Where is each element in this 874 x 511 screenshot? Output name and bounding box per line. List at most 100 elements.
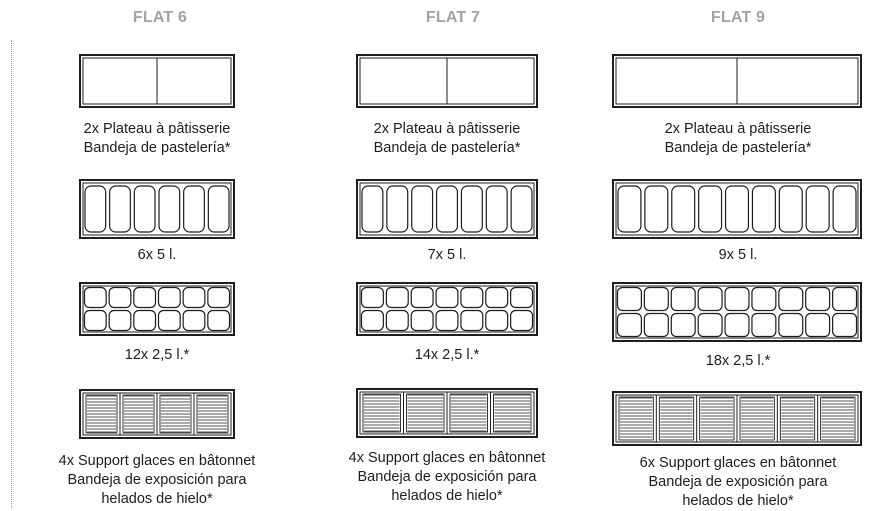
pan-5l [671, 185, 696, 233]
pans-5l-caption-flat-6: 6x 5 l. [137, 247, 177, 263]
outer-frame [356, 282, 538, 336]
pan-5l [805, 185, 830, 233]
pan-2-5l [157, 286, 181, 309]
pan-2-5l [108, 286, 132, 309]
tray-caption-flat-9: 2x Plateau à pâtisserie Bandeja de paste… [588, 120, 874, 158]
inner-frame [615, 285, 859, 339]
pans-5l-caption-flat-9: 9x 5 l. [718, 247, 758, 263]
ice-caption-es: Bandeja de exposición para [648, 474, 828, 490]
pan-2-5l [751, 286, 777, 312]
lolly-panel [449, 393, 488, 433]
lolly-panel [122, 394, 155, 434]
pan-2-5l [157, 309, 181, 332]
pan-2-5l [182, 286, 206, 309]
pan-2-5l [616, 286, 642, 312]
tray-caption-fr: 2x Plateau à pâtisserie [83, 121, 231, 137]
pans-2-5l-diagram-flat-6 [79, 282, 235, 336]
pan-5l [435, 185, 459, 233]
pans-5l-diagram-flat-6 [79, 179, 235, 239]
pan-2-5l [435, 309, 459, 332]
outer-frame [79, 389, 235, 439]
tray-caption-es: Bandeja de pastelería* [373, 140, 521, 156]
lolly-panel [820, 396, 856, 441]
pan-5l [158, 185, 181, 233]
pan-5l [386, 185, 409, 233]
lolly-panel [362, 393, 401, 433]
inner-frame [615, 182, 859, 236]
lolly-panel [658, 396, 695, 441]
outer-frame [79, 179, 235, 239]
ice-lolly-tray-diagram-flat-6 [79, 389, 235, 439]
pan-2-5l [805, 312, 831, 338]
pan-2-5l [724, 286, 750, 312]
ice-caption-fr: 4x Support glaces en bâtonnet [348, 450, 546, 466]
outer-frame [79, 282, 235, 336]
pan-2-5l [410, 286, 434, 309]
pan-5l [644, 185, 669, 233]
pan-2-5l [670, 286, 696, 312]
pan-5l [832, 185, 857, 233]
pans-2-5l-caption-flat-9: 18x 2,5 l.* [705, 353, 771, 369]
pan-2-5l [697, 312, 723, 338]
pan-2-5l [385, 286, 409, 309]
ice-caption-flat-9: 6x Support glaces en bâtonnet Bandeja de… [588, 454, 874, 511]
pan-2-5l [778, 312, 804, 338]
ice-lolly-tray-diagram-flat-9 [612, 391, 862, 446]
pan-5l [84, 185, 107, 233]
outer-frame [612, 179, 862, 239]
pan-2-5l [83, 309, 107, 332]
pan-2-5l [108, 309, 132, 332]
pans-2-5l-diagram-flat-7 [356, 282, 538, 336]
lolly-panel [406, 393, 445, 433]
lolly-panel [739, 396, 775, 441]
ice-caption-flat-6: 4x Support glaces en bâtonnet Bandeja de… [7, 452, 307, 509]
pan-5l [698, 185, 723, 233]
ice-caption-es: Bandeja de exposición para [67, 472, 247, 488]
pan-2-5l [832, 312, 858, 338]
tray-caption-flat-6: 2x Plateau à pâtisserie Bandeja de paste… [7, 120, 307, 158]
pan-2-5l [778, 286, 804, 312]
column-title-flat-9: FLAT 9 [710, 9, 766, 26]
pan-5l [207, 185, 230, 233]
lolly-panel [618, 396, 654, 441]
pastry-tray-diagram-flat-7 [356, 54, 538, 108]
pans-5l-diagram-flat-7 [356, 179, 538, 239]
column-title-flat-6: FLAT 6 [132, 9, 188, 26]
ice-caption-es-2: helados de hielo* [101, 491, 213, 507]
tray-caption-es: Bandeja de pastelería* [664, 140, 812, 156]
pan-2-5l [182, 309, 206, 332]
column-title-flat-7: FLAT 7 [425, 9, 481, 26]
pan-2-5l [360, 309, 384, 332]
pan-2-5l [485, 286, 509, 309]
pan-2-5l [410, 309, 434, 332]
pan-5l [411, 185, 434, 233]
pan-2-5l [133, 286, 157, 309]
inner-frame [82, 285, 232, 333]
tray-caption-fr: 2x Plateau à pâtisserie [373, 121, 521, 137]
pan-2-5l [133, 309, 157, 332]
outer-frame [612, 391, 862, 446]
ice-lolly-tray-diagram-flat-7 [356, 388, 538, 438]
pans-2-5l-caption-flat-6: 12x 2,5 l.* [124, 347, 190, 363]
pan-2-5l [751, 312, 777, 338]
pan-2-5l [643, 312, 669, 338]
inner-frame [359, 285, 535, 333]
ice-caption-fr: 4x Support glaces en bâtonnet [58, 453, 256, 469]
pan-5l [751, 185, 776, 233]
tray-caption-fr: 2x Plateau à pâtisserie [664, 121, 812, 137]
lolly-panel [85, 394, 118, 434]
pan-2-5l [616, 312, 642, 338]
pan-5l [724, 185, 750, 233]
pan-5l [361, 185, 384, 233]
lolly-panel [159, 394, 192, 434]
ice-caption-es-2: helados de hielo* [682, 493, 794, 509]
pan-5l [183, 185, 205, 233]
tray-caption-flat-7: 2x Plateau à pâtisserie Bandeja de paste… [297, 120, 597, 158]
outer-frame [612, 282, 862, 342]
pan-5l [485, 185, 508, 233]
lolly-panel [779, 396, 816, 441]
ice-caption-es: Bandeja de exposición para [357, 469, 537, 485]
pans-5l-caption-flat-7: 7x 5 l. [427, 247, 467, 263]
lolly-panel [493, 393, 532, 433]
pan-2-5l [207, 286, 231, 309]
